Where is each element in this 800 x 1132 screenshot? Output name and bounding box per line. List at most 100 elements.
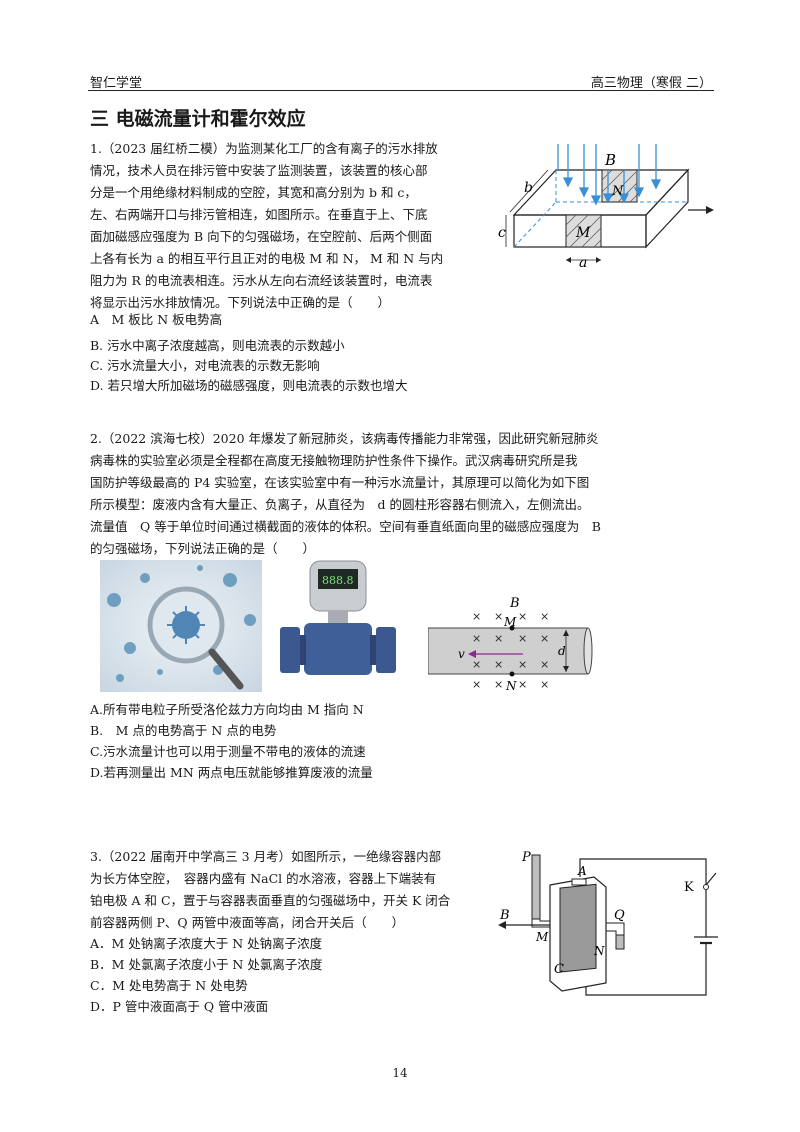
pipe [428, 627, 589, 675]
pipe-end [583, 627, 593, 675]
q2-line: 2.（2022 滨海七校）2020 年爆发了新冠肺炎，该病毒传播能力非常强，因此… [90, 431, 599, 446]
meter-pipe-right [370, 635, 376, 665]
field-arrows [557, 144, 662, 206]
q1-option-b: B. 污水中离子浓度越高，则电流表的示数越小 [90, 338, 345, 353]
label-M: M [503, 615, 517, 629]
q1-line: 面加磁感应强度为 B 向下的匀强磁场，在空腔前、后两个侧面 [90, 229, 433, 244]
label-B: B [499, 908, 510, 923]
q1-line: 分是一个用绝缘材料制成的空腔，其宽和高分别为 b 和 c， [90, 185, 417, 200]
label-M: M [535, 930, 549, 944]
q3-line: 铂电极 A 和 C，置于与容器表面垂直的匀强磁场中，开关 K 闭合 [90, 893, 451, 908]
q2-meter-photo: 888.8 [272, 555, 404, 695]
label-A: A [577, 864, 587, 878]
svg-text:×: × [518, 632, 527, 645]
q1-option-d: D. 若只增大所加磁场的磁感强度，则电流表的示数也增大 [90, 378, 408, 393]
label-B: B [509, 596, 520, 611]
q2-option-c: C.污水流量计也可以用于测量不带电的液体的流速 [90, 744, 366, 759]
tube-q-bend [606, 930, 617, 949]
point-N [509, 671, 515, 677]
meter-neck [328, 611, 348, 625]
label-N: N [505, 679, 517, 693]
q3-option-a: A．M 处钠离子浓度大于 N 处钠离子浓度 [90, 936, 323, 951]
tube-p [531, 854, 541, 920]
meter-display [318, 569, 358, 589]
q2-line: 流量值 Q 等于单位时间通过横截面的液体的体积。空间有垂直纸面向里的磁感应强度为… [90, 519, 601, 534]
box-top-face [512, 169, 690, 216]
label-d: d [558, 644, 566, 658]
label-N: N [611, 184, 624, 199]
q2-virus-photo [100, 560, 262, 692]
label-b: b [524, 180, 533, 196]
svg-text:×: × [518, 678, 527, 691]
svg-text:×: × [494, 678, 503, 691]
label-N: N [593, 944, 605, 958]
svg-text:×: × [472, 610, 481, 623]
page-number: 14 [392, 1066, 408, 1080]
velocity-arrow-head [468, 650, 476, 658]
q3-option-c: C．M 处电势高于 N 处电势 [90, 978, 248, 993]
label-M: M [575, 225, 591, 241]
label-P: P [521, 850, 531, 865]
b-arrow-head [498, 921, 506, 929]
label-K: K [684, 880, 694, 895]
q2-line: 国防护等级最高的 P4 实验室，在该实验室中有一种污水流量计，其原理可以简化为如… [90, 475, 590, 490]
q1-line: 阻力为 R 的电流表相连。污水从左向右流经该装置时，电流表 [90, 273, 433, 288]
meter-flange-left [280, 627, 300, 673]
virus-spikes [167, 606, 205, 644]
magnifier-handle [208, 648, 244, 690]
label-C: C [554, 962, 564, 977]
svg-text:×: × [518, 610, 527, 623]
q2-option-a: A.所有带电粒子所受洛伦兹力方向均由 M 指向 N [90, 702, 364, 717]
header-left: 智仁学堂 [90, 76, 143, 91]
svg-text:×: × [540, 610, 549, 623]
q3-option-d: D．P 管中液面高于 Q 管中液面 [90, 999, 269, 1014]
q1-line: 1.（2023 届红桥二模）为监测某化工厂的含有离子的污水排放 [90, 141, 438, 156]
circuit-wire-top [579, 858, 707, 885]
svg-text:×: × [540, 632, 549, 645]
q3-option-b: B．M 处氯离子浓度小于 N 处氯离子浓度 [90, 957, 323, 972]
switch-k-pivot [703, 884, 709, 890]
q3-line: 前容器两侧 P、Q 两管中液面等高，闭合开关后（ ） [90, 915, 405, 930]
svg-text:×: × [540, 678, 549, 691]
svg-text:×: × [494, 658, 503, 671]
svg-text:×: × [518, 658, 527, 671]
q1-option-a: A M 板比 N 板电势高 [90, 312, 223, 327]
header-right: 高三物理（寒假 二） [590, 76, 712, 91]
point-M [509, 625, 515, 631]
diameter-arrow [563, 666, 569, 672]
dimension-b [509, 169, 549, 213]
svg-text:×: × [472, 658, 481, 671]
q1-stem: 1.（2023 届红桥二模）为监测某化工厂的含有离子的污水排放 情况，技术人员在… [90, 138, 443, 314]
dimension-a-arrow [566, 257, 571, 263]
svg-text:×: × [494, 610, 503, 623]
section-title: 三 电磁流量计和霍尔效应 [90, 108, 306, 130]
q2-line: 所示模型：废液内含有大量正、负离子，从直径为 d 的圆柱形容器右侧流入，左侧流出… [90, 497, 590, 512]
flow-arrow-head [706, 206, 714, 214]
q3-line: 3.（2022 届南开中学高三 3 月考）如图所示，一绝缘容器内部 [90, 849, 442, 864]
meter-flange-right [376, 627, 396, 673]
virus-particles [107, 565, 256, 682]
meter-display-text: 888.8 [322, 574, 354, 587]
q1-line: 情况，技术人员在排污管中安装了监测装置，该装置的核心部 [90, 163, 428, 178]
q2-option-b: B. M 点的电势高于 N 点的电势 [90, 723, 277, 738]
switch-k [705, 872, 717, 886]
q1-line: 左、右两端开口与排污管相连，如图所示。在垂直于上、下底 [90, 207, 428, 222]
label-c: c [498, 225, 506, 241]
q1-option-c: C. 污水流量大小，对电流表的示数无影响 [90, 358, 320, 373]
meter-pipe-left [300, 635, 306, 665]
hidden-edge [513, 201, 557, 248]
field-crosses: ×××× ×××× ×××× ×××× [472, 610, 549, 691]
electrode-a [571, 878, 587, 886]
q2-line: 病毒株的实验室必须是全程都在高度无接触物理防护性条件下操作。武汉病毒研究所是我 [90, 453, 578, 468]
q1-figure-box: B b c M N a [498, 144, 714, 270]
svg-text:×: × [494, 632, 503, 645]
q1-line: 将显示出污水排放情况。下列说法中正确的是（ ） [90, 295, 391, 310]
q3-circuit-figure: P A K B Q M N C [498, 850, 718, 996]
q2-line: 的匀强磁场，下列说法正确的是（ ） [90, 541, 316, 556]
svg-text:×: × [472, 632, 481, 645]
electrode-m-hatch [565, 214, 602, 248]
label-B: B [604, 151, 616, 169]
label-Q: Q [614, 908, 625, 923]
q2-pipe-figure: B ×××× ×××× ×××× ×××× M N v d [428, 596, 593, 693]
tube-q [615, 934, 625, 950]
